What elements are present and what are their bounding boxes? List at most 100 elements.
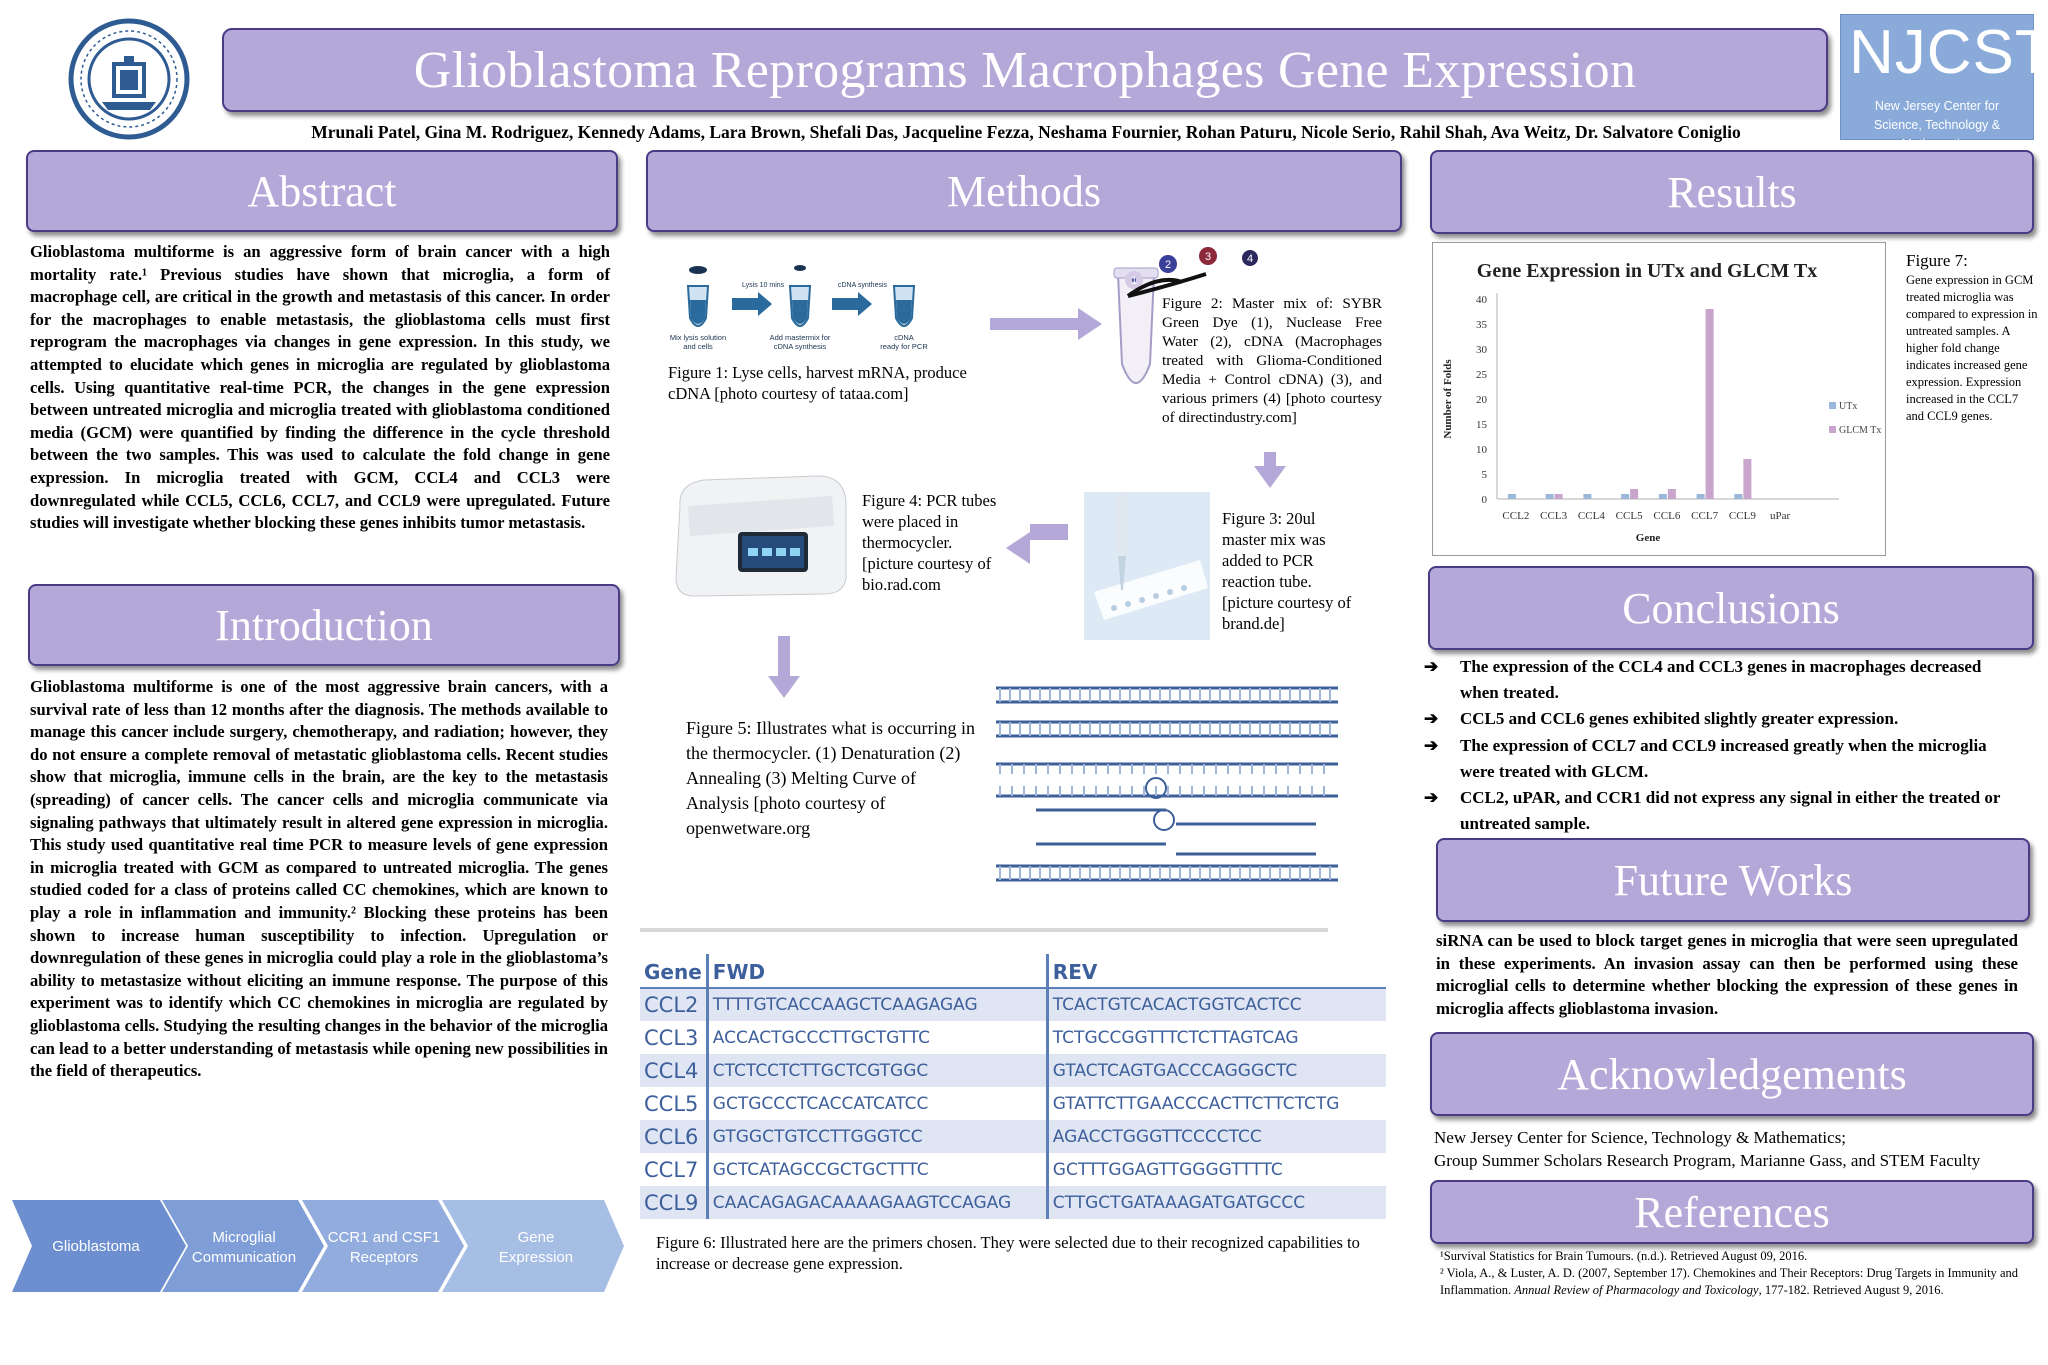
y-axis-label: Number of Folds [1442, 359, 1454, 439]
arrow-right-head [1078, 308, 1102, 340]
primer-gene: CCL2 [640, 988, 708, 1021]
figure-2-caption: Figure 2: Master mix of: SYBR Green Dye … [1162, 295, 1382, 426]
arrow-left-shaft [1030, 524, 1068, 540]
svg-text:3: 3 [1205, 251, 1211, 263]
chart-bar [1583, 494, 1592, 499]
njcstm-logo: NJCSTM New Jersey Center for Science, Te… [1840, 14, 2048, 151]
arrow-bullet-icon: ➔ [1424, 788, 1439, 808]
njcstm-logo-wordmark: NJCSTM [1849, 18, 2048, 87]
arrow-left-head [1006, 532, 1030, 564]
flow-step-shape [442, 1200, 624, 1292]
arrow-bullet-icon: ➔ [1424, 735, 1439, 755]
figure-2-tube: 1 2 3 4 [1098, 244, 1258, 412]
primer-gene: CCL3 [644, 1025, 699, 1050]
chart-bar [1743, 459, 1752, 499]
future-works-text: siRNA can be used to block target genes … [1436, 931, 2018, 1018]
acknowledgements-header: Acknowledgements [1430, 1032, 2034, 1116]
y-tick-label: 25 [1476, 369, 1488, 381]
chart-bar [1696, 494, 1705, 499]
primer-row: CCL9 CAACAGAGACAAAAGAAGTCCAGAG CTTGCTGAT… [640, 1186, 1386, 1219]
arrow-right-shaft [990, 318, 1080, 330]
arrow-down-shaft [1264, 452, 1276, 468]
reference-item: ¹Survival Statistics for Brain Tumours. … [1440, 1249, 1808, 1263]
primer-row: CCL7 GCTCATAGCCGCTGCTTTC GCTTTGGAGTTGGGG… [640, 1153, 1386, 1186]
primer-row: CCL6 GTGGCTGTCCTTGGGTCC AGACCTGGGTTCCCCT… [640, 1120, 1386, 1153]
methods-heading: Methods [947, 166, 1101, 216]
figure-4-caption: Figure 4: PCR tubes were placed in therm… [862, 491, 997, 594]
primer-gene: CCL9 [640, 1186, 708, 1219]
primer-col-rev: REV [1045, 954, 1386, 989]
svg-text:Lysis 10 mins: Lysis 10 mins [742, 282, 785, 289]
y-tick-label: 5 [1482, 469, 1488, 481]
flow-step-shape [162, 1200, 324, 1292]
x-tick-label: CCL6 [1653, 510, 1680, 522]
chart-bar [1630, 489, 1639, 499]
svg-text:cDNA synthesis: cDNA synthesis [838, 282, 888, 289]
x-tick-label: uPar [1770, 510, 1791, 522]
conclusions-list: ➔ The expression of the CCL4 and CCL3 ge… [1424, 654, 2012, 837]
introduction-heading: Introduction [215, 600, 433, 650]
figure-7-title: Figure 7: [1906, 251, 1968, 270]
primer-row: CCL2 TTTTGTCACCAAGCTCAAGAGAG TCACTGTCACA… [640, 988, 1386, 1021]
primer-fwd: CTCTCCTCTTGCTCGTGGC [705, 1054, 1048, 1087]
primer-row: CCL5 GCTGCCCTCACCATCATCC GTATTCTTGAACCCA… [640, 1087, 1386, 1120]
flow-step-shape [12, 1200, 186, 1292]
x-tick-label: CCL9 [1729, 510, 1756, 522]
acknowledgements-text: New Jersey Center for Science, Technolog… [1434, 1128, 1981, 1170]
chart-bar [1658, 494, 1667, 499]
x-tick-label: CCL3 [1540, 510, 1567, 522]
primer-row: CCL3 ACCACTGCCCTTGCTGTTC TCTGCCGGTTTCTCT… [640, 1021, 1386, 1054]
y-tick-label: 35 [1476, 319, 1488, 331]
methods-header: Methods [646, 150, 1402, 232]
figure-5-dna-diagram [996, 684, 1338, 896]
arrow-down-2-shaft [778, 636, 790, 678]
figure-3-caption: Figure 3: 20ul master mix was added to P… [1222, 509, 1352, 633]
legend-swatch [1829, 426, 1836, 433]
primer-gene: CCL6 [640, 1120, 708, 1153]
chart-bar [1734, 494, 1743, 499]
primer-rev: GCTTTGGAGTTGGGGTTTTC [1045, 1153, 1386, 1186]
chart-bar [1621, 494, 1630, 499]
results-heading: Results [1667, 167, 1797, 217]
njcstm-logo-subtitle: New Jersey Center for Science, Technolog… [1873, 99, 2001, 151]
poster-title-bar: Glioblastoma Reprograms Macrophages Gene… [222, 28, 1828, 112]
abstract-heading: Abstract [247, 166, 397, 216]
primer-fwd: CAACAGAGACAAAAGAAGTCCAGAG [705, 1186, 1048, 1219]
references-heading: References [1634, 1187, 1830, 1237]
x-tick-label: CCL7 [1691, 510, 1718, 522]
chart-bar [1667, 489, 1676, 499]
x-tick-label: CCL2 [1502, 510, 1529, 522]
chart-bar [1705, 309, 1714, 499]
x-tick-label: CCL4 [1578, 510, 1605, 522]
legend-label: GLCM Tx [1839, 425, 1881, 436]
x-tick-label: CCL5 [1616, 510, 1643, 522]
conclusions-heading: Conclusions [1622, 583, 1840, 633]
primer-gene: CCL7 [644, 1157, 699, 1182]
figure-7-caption: Gene expression in GCM treated microglia… [1906, 273, 2038, 423]
y-tick-label: 20 [1476, 394, 1488, 406]
acknowledgements-heading: Acknowledgements [1557, 1049, 1907, 1099]
primer-fwd: GTGGCTGTCCTTGGGTCC [705, 1120, 1048, 1153]
primer-fwd: GCTCATAGCCGCTGCTTTC [705, 1153, 1048, 1186]
introduction-text: Glioblastoma multiforme is one of the mo… [30, 677, 608, 1081]
author-list: Mrunali Patel, Gina M. Rodriguez, Kenned… [311, 122, 1741, 142]
arrow-down-head [1254, 466, 1286, 488]
primer-rev: TCACTGTCACACTGGTCACTCC [1045, 988, 1386, 1021]
figure-divider [640, 928, 1328, 932]
chart-bar [1545, 494, 1554, 499]
list-item: ➔ CCL2, uPAR, and CCR1 did not express a… [1424, 785, 2012, 837]
flow-step-shape [302, 1200, 464, 1292]
figure-1-diagram: Lysis 10 mins cDNA synthesis Mix lysis s… [662, 256, 974, 356]
primer-rev: GTATTCTTGAACCCACTTCTTCTCTG [1045, 1087, 1386, 1120]
y-tick-label: 0 [1482, 494, 1488, 506]
figure-3-pipette [1084, 492, 1210, 640]
svg-text:4: 4 [1247, 253, 1253, 265]
abstract-header: Abstract [26, 150, 618, 232]
y-tick-label: 15 [1476, 419, 1488, 431]
legend-swatch [1829, 402, 1836, 409]
